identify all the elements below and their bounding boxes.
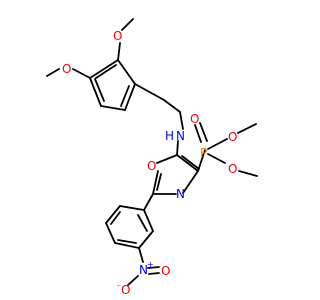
molecule-canvas: O O N H P O O O O N N + O O - [46,18,258,297]
bond [100,105,126,111]
bond [143,193,154,211]
nitro-nitrogen: N [139,263,148,277]
phosphonate-ester-oxygen-lower: O [228,162,237,176]
nitro-nitrogen-charge: + [147,260,154,269]
bond [134,83,165,101]
bond [89,59,119,79]
bond [117,239,137,244]
bond [46,68,60,77]
bond [237,123,257,134]
bond [114,242,140,249]
bond [194,124,202,143]
oxazole-oxygen: O [147,159,156,173]
bond [147,266,160,269]
bond [148,272,160,275]
bond [105,222,116,244]
bond [117,42,121,61]
bond [124,83,136,111]
bond [238,170,258,177]
phosphonate-ester-oxygen-upper: O [228,130,237,144]
bond [117,59,136,85]
oxazole-nitrogen: N [176,187,185,201]
bond [120,85,130,107]
bond-layer [46,18,258,286]
bond [89,77,102,107]
bond [72,68,91,79]
bond [143,209,154,232]
bond [163,99,181,113]
bond [105,205,121,224]
bond [119,205,145,211]
bond [197,149,206,172]
bond [156,154,178,164]
amine-nitrogen: N [176,129,185,143]
bond [127,275,139,286]
phosphorus-atom: P [200,146,207,160]
atom-layer: O O N H P O O O O N N + O O - [62,29,237,297]
bond [182,170,199,194]
nitro-oxygen-double: O [161,264,170,278]
bond [176,140,179,156]
amine-hydrogen: H [165,129,174,143]
bond [176,154,199,172]
methoxy-oxygen-left: O [62,62,71,76]
methoxy-oxygen-top: O [113,29,122,43]
bond [156,173,162,191]
bond [179,111,184,130]
bond [207,138,228,150]
nitro-oxygen-charge: - [117,281,120,290]
molecule-structure: O O N H P O O O O N N + O O - [46,18,258,297]
bond [94,78,105,102]
bond [121,18,134,31]
bond [110,211,121,225]
nitro-oxygen-single: O [121,283,130,297]
bond [152,170,159,195]
bond [181,155,200,170]
bond [137,214,148,232]
phosphoryl-oxygen: O [190,112,199,126]
bond [138,247,144,263]
bond [95,64,117,79]
bond [207,153,226,164]
bond [199,122,208,142]
bond [138,230,154,249]
